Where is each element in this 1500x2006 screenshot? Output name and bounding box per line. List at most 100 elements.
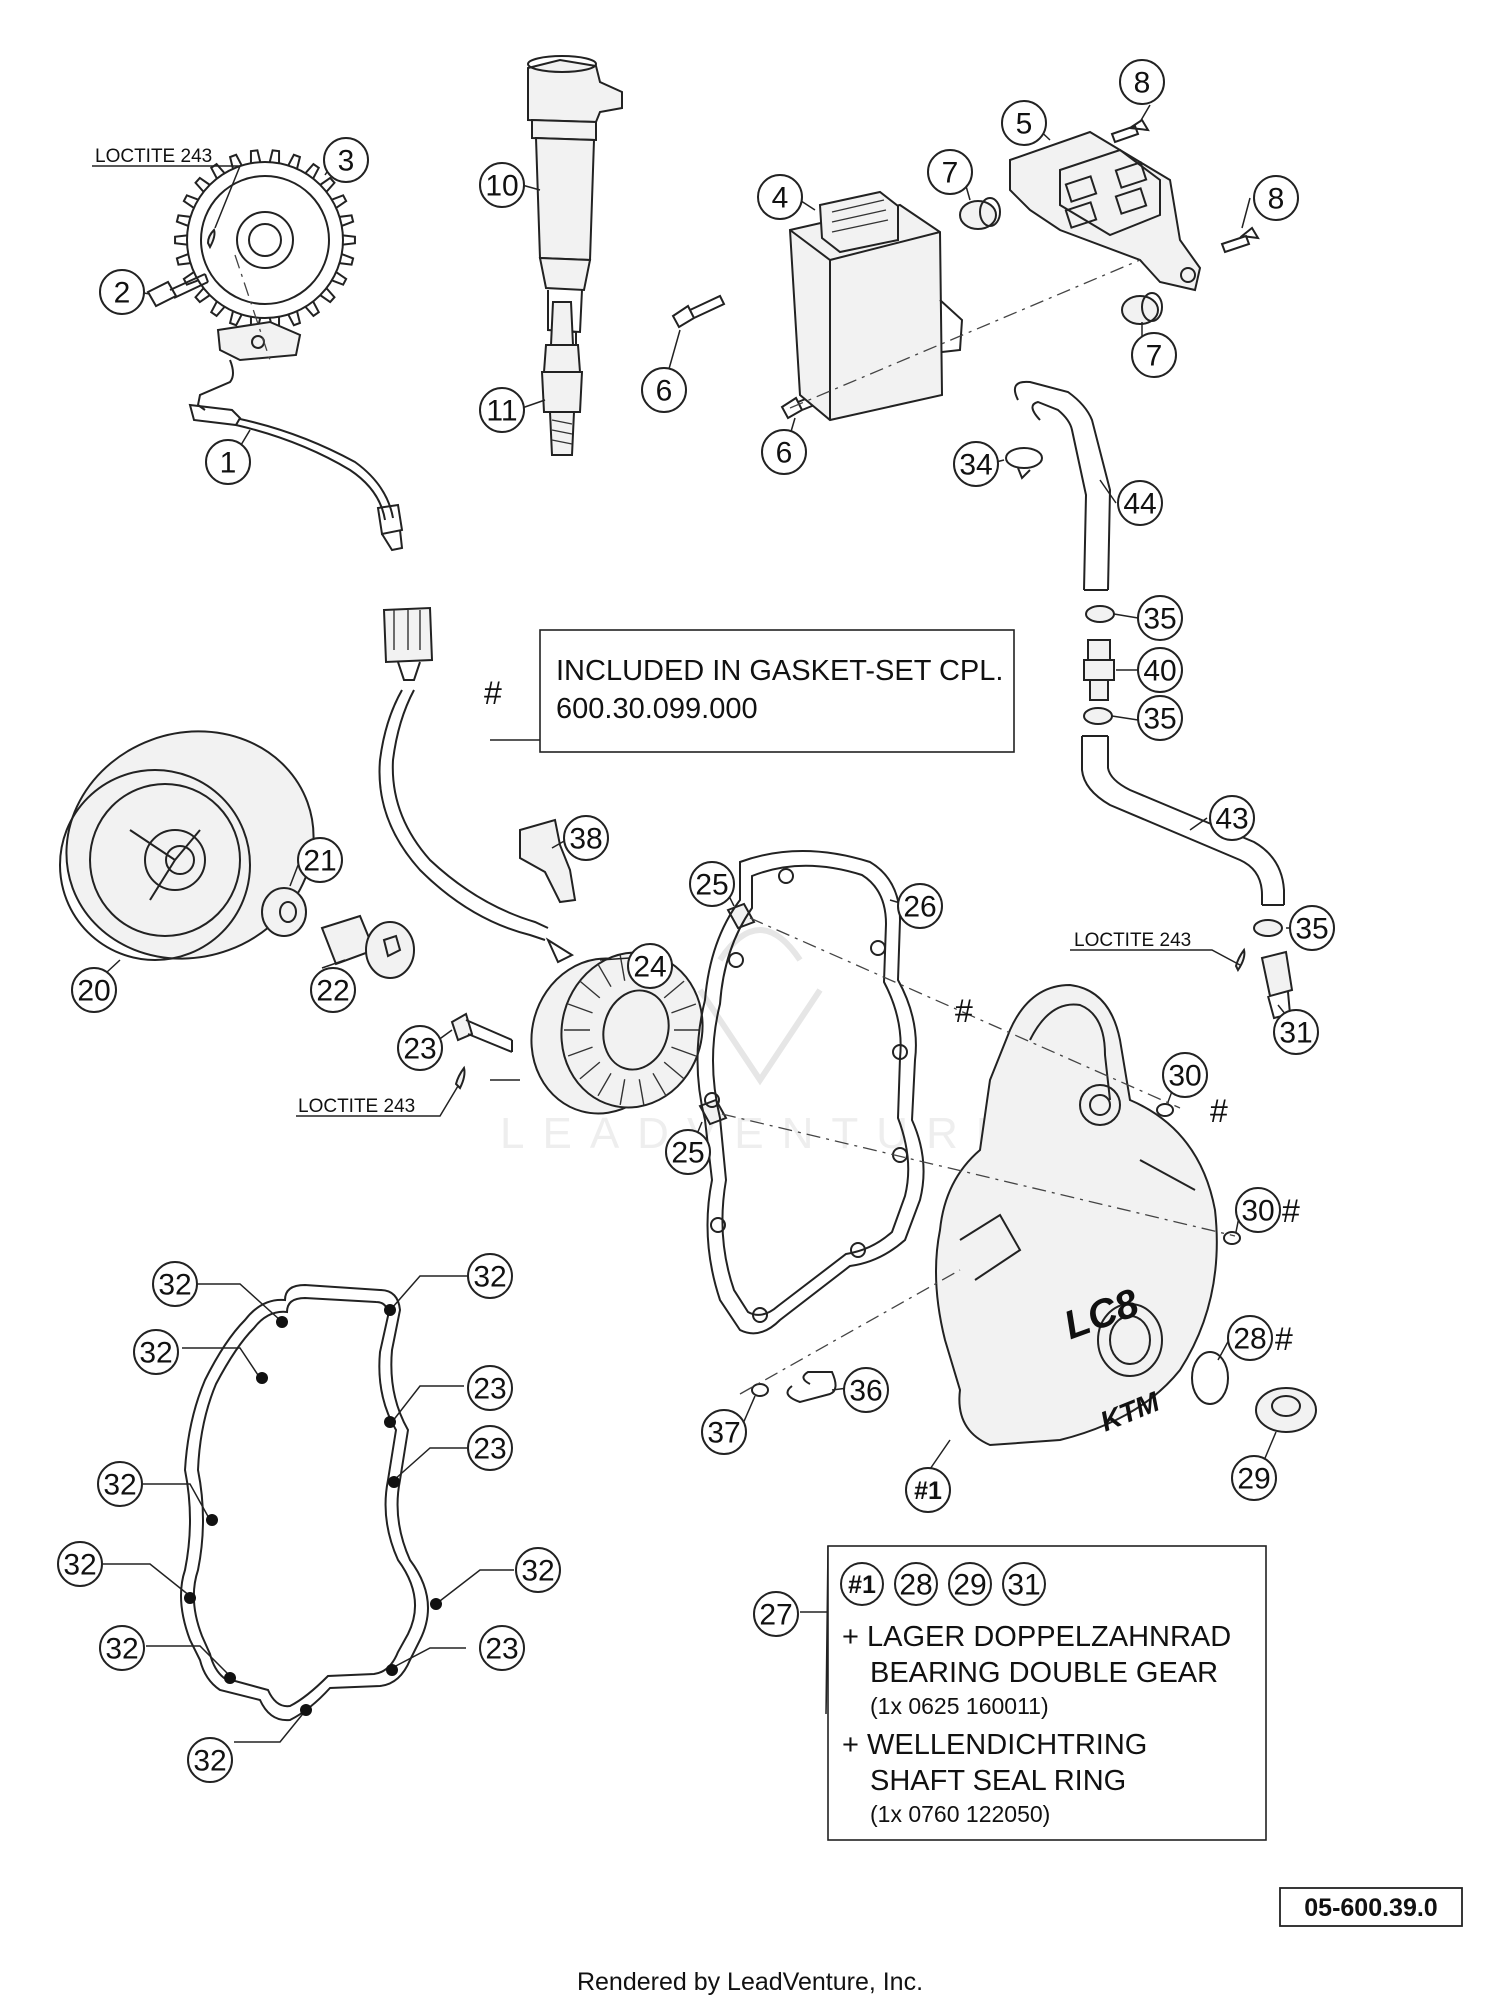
callout-label-c10: 10 [485,170,518,203]
gasket-set-note: INCLUDED IN GASKET-SET CPL. 600.30.099.0… [539,629,1015,753]
washer-30b [1223,1231,1241,1245]
callout-circle-g32a [152,1261,198,1307]
callout-circle-c34 [953,441,999,487]
gasket-note-line1: INCLUDED IN GASKET-SET CPL. [556,655,1003,687]
callout-circle-c1 [205,439,251,485]
callout-circle-c2 [99,269,145,315]
callout-label-c20: 20 [77,975,110,1008]
footer-rendered-by: Rendered by LeadVenture, Inc. [577,1968,923,1996]
loctite-label-3: LOCTITE 243 [1074,930,1191,951]
callout-circle-c22 [310,967,356,1013]
callout-circle-g23c [479,1625,525,1671]
callout-circle-c3 [323,137,369,183]
mounting-bracket [1009,130,1202,292]
callout-label-c5: 5 [1016,108,1033,141]
callout-circle-g32e [57,1541,103,1587]
kit-ref-label-0: #1 [848,1571,876,1599]
hose-clamp-34 [1005,447,1043,480]
callout-circle-c26 [897,883,943,929]
washer-37 [751,1383,769,1397]
loctite-label-1: LOCTITE 243 [95,146,212,167]
callout-label-c29: 29 [1237,1463,1270,1496]
callout-label-c40: 40 [1143,655,1176,688]
clamp-35b [1083,707,1113,725]
callout-label-c2: 2 [114,277,131,310]
bolt-22 [320,914,415,979]
clip-36 [786,1371,837,1404]
callout-label-g23a: 23 [473,1373,506,1406]
washer-30a [1156,1103,1174,1117]
pickup-sensor [188,320,404,552]
callout-circle-c7b [1131,332,1177,378]
callout-circle-c6a [641,367,687,413]
callout-label-c26: 26 [903,891,936,924]
cable-grommet-38 [519,818,577,904]
kit-line5: SHAFT SEAL RING [870,1765,1126,1797]
screw-8b [1220,226,1260,254]
callout-label-c24: 24 [633,951,666,984]
clamp-35a [1085,605,1115,623]
callout-circle-c43 [1209,795,1255,841]
callout-label-c44: 44 [1123,488,1156,521]
kit-ref-circle-3 [1002,1562,1046,1606]
callout-circle-c30a [1162,1052,1208,1098]
callout-label-g23b: 23 [473,1433,506,1466]
callout-circle-g32c [133,1329,179,1375]
callout-label-c23: 23 [403,1033,436,1066]
callout-label-g32a: 32 [158,1269,191,1302]
callout-label-c35a: 35 [1143,603,1176,636]
callout-circle-c28 [1227,1315,1273,1361]
breather-hose-43 [1081,735,1285,906]
callout-label-c30b: 30 [1241,1195,1274,1228]
callout-label-g32b: 32 [473,1261,506,1294]
grommet-7a [959,197,1001,230]
callout-label-c34: 34 [959,449,992,482]
callout-circle-g23a [467,1365,513,1411]
callout-circle-c27 [753,1591,799,1637]
kit-line3: (1x 0625 160011) [870,1693,1049,1719]
kit-ref-circle-0 [840,1562,884,1606]
callout-label-c7b: 7 [1146,340,1163,373]
callout-circle-c8b [1253,175,1299,221]
stator [530,937,704,1115]
callout-label-c7a: 7 [942,157,959,190]
gasket-note-line2: 600.30.099.000 [556,693,758,725]
callout-label-g32g: 32 [105,1633,138,1666]
loctite-drop-1 [206,228,216,250]
callout-label-ref1: #1 [914,1477,942,1505]
cdi-module [788,190,964,422]
gasket-bolt-points [184,1304,442,1716]
kit-line1: + LAGER DOPPELZAHNRAD [842,1621,1231,1653]
callout-circle-c37 [701,1409,747,1455]
callout-label-g32c: 32 [139,1337,172,1370]
gasket-outline [180,1283,429,1722]
hash-marker-30b: # [1282,1193,1300,1229]
kit-line2: BEARING DOUBLE GEAR [870,1657,1218,1689]
ignition-coil [527,55,623,351]
callout-label-c4: 4 [772,182,789,215]
callout-circle-c24 [627,943,673,989]
kit-ref-label-3: 31 [1007,1569,1040,1602]
callout-label-g32e: 32 [63,1549,96,1582]
callout-circle-g32f [515,1547,561,1593]
callout-label-c31: 31 [1279,1017,1312,1050]
callout-label-c28: 28 [1233,1323,1266,1356]
callout-circle-c5 [1001,100,1047,146]
callout-circle-c30b [1235,1187,1281,1233]
callout-label-c35c: 35 [1295,913,1328,946]
kit-ref-circle-2 [948,1562,992,1606]
callout-circle-c8a [1119,59,1165,105]
callout-label-c8b: 8 [1268,183,1285,216]
kit-ref-circle-1 [894,1562,938,1606]
callout-label-c25a: 25 [695,869,728,902]
callout-circle-c25b [665,1129,711,1175]
callout-circle-c38 [563,815,609,861]
callout-bubbles: 1234566778810112021222324252526272829303… [57,59,1335,1783]
screw-6a [671,294,726,329]
callout-circle-g32d [97,1461,143,1507]
callout-circle-c7a [927,149,973,195]
callout-circle-c21 [297,837,343,883]
callout-label-c25b: 25 [671,1137,704,1170]
o-ring-28 [1191,1351,1229,1405]
